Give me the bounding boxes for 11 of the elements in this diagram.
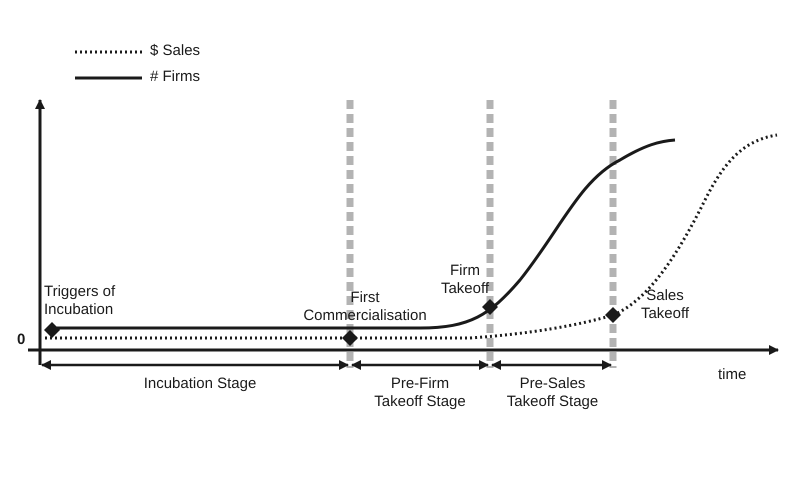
stage-label: Incubation Stage: [142, 375, 258, 393]
legend-label: $ Sales: [150, 42, 200, 60]
milestone-label: Triggers of Incubation: [44, 283, 116, 319]
stage-label: Pre-Firm Takeoff Stage: [373, 375, 467, 411]
stage-label: Pre-Sales Takeoff Stage: [506, 375, 600, 411]
milestone-label: First Commercialisation: [302, 289, 428, 325]
legend-label: # Firms: [150, 68, 200, 86]
milestone-label: Sales Takeoff: [640, 287, 690, 323]
axis-title: time: [718, 366, 748, 384]
axis-tick-label: 0: [17, 331, 26, 349]
milestone-label: Firm Takeoff: [440, 262, 490, 298]
